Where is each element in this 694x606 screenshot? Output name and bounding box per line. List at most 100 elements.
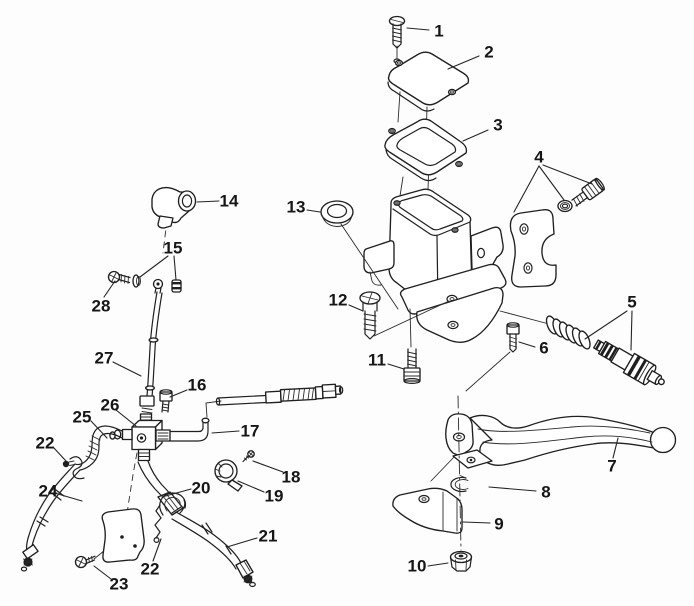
part-label-19: 19 (265, 487, 284, 506)
leader-line-22 (152, 538, 162, 562)
part-label-21: 21 (259, 527, 278, 546)
part-24-hose-lower (20, 463, 81, 572)
part-21-hose (171, 511, 256, 588)
leader-line-8 (488, 486, 537, 492)
part-18-clamp-screw (242, 450, 255, 463)
leader-line-18 (252, 460, 284, 473)
part-4-clamp-and-screws (509, 177, 605, 288)
part-label-11: 11 (368, 351, 386, 370)
part-7-brake-lever (469, 414, 677, 466)
part-27-tube (139, 291, 163, 424)
part-label-14: 14 (220, 192, 239, 211)
master-cylinder-body (363, 188, 507, 343)
part-label-28: 28 (92, 297, 111, 316)
part-label-5: 5 (627, 293, 636, 312)
part-8-washer (450, 475, 469, 493)
part-label-26: 26 (101, 396, 120, 415)
rubber-pad (101, 508, 145, 563)
part-13-sight-glass-seal (320, 200, 354, 227)
part-3-gasket (384, 118, 468, 182)
lever-pivot-boss (445, 413, 493, 469)
part-6-pivot-bolt (506, 322, 520, 353)
part-label-23: 23 (110, 575, 129, 594)
part-label-18: 18 (282, 468, 301, 487)
leader-line-9 (462, 521, 491, 524)
part-25-hose-upper (74, 425, 123, 471)
part-label-3: 3 (493, 116, 502, 135)
leader-line-15 (173, 255, 177, 281)
part-14-elbow-fitting (151, 186, 197, 229)
leader-line-10 (427, 562, 449, 567)
part-2-reservoir-cover (387, 51, 470, 112)
part-12-screw (359, 291, 381, 340)
part-11-bolt (403, 348, 421, 385)
part-label-13: 13 (287, 198, 306, 217)
part-15-fittings (132, 274, 182, 294)
leader-line-15 (139, 255, 169, 278)
leader-line-11 (387, 363, 405, 370)
hose-hook-guide (159, 492, 187, 516)
part-callouts: 1234567891011121314151617181920212222232… (36, 22, 637, 594)
part-20-hose (137, 460, 184, 516)
part-22-clip-lower (153, 504, 162, 543)
leader-line-25 (90, 420, 108, 439)
part-label-8: 8 (541, 483, 550, 502)
part-label-6: 6 (539, 339, 548, 358)
leader-line-22 (52, 446, 67, 462)
part-label-16: 16 (188, 376, 207, 395)
leader-line-16 (169, 389, 188, 398)
part-label-22: 22 (36, 434, 55, 453)
leader-line-4 (538, 165, 565, 201)
leader-line-5 (584, 310, 628, 340)
leader-line-27 (112, 361, 142, 377)
piston-icon (593, 339, 665, 386)
part-label-15: 15 (164, 239, 183, 258)
leader-line-2 (447, 55, 480, 70)
leader-line-13 (306, 209, 321, 213)
part-label-2: 2 (484, 43, 493, 62)
clamp-screw-icon (571, 177, 605, 207)
part-label-24: 24 (39, 482, 58, 501)
part-10-nut (449, 550, 473, 572)
part-label-1: 1 (434, 22, 443, 41)
pipe-rod-icon (215, 383, 344, 406)
leader-line-1 (406, 27, 430, 31)
part-5-spring-and-piston (545, 315, 665, 386)
leader-line-3 (462, 129, 489, 142)
part-19-p-clamp (214, 459, 243, 492)
part-label-27: 27 (95, 349, 114, 368)
part-23-screw (74, 555, 96, 569)
leader-line-19 (237, 480, 265, 493)
part-9-lever-bracket (392, 487, 463, 534)
leader-line-6 (518, 341, 536, 348)
leader-line-12 (348, 304, 364, 312)
leader-line-14 (196, 200, 220, 203)
leader-line-21 (226, 537, 258, 548)
part-label-17: 17 (241, 422, 260, 441)
part-label-9: 9 (494, 515, 503, 534)
leader-line-4 (542, 164, 593, 185)
pivot-axis-line (457, 395, 462, 551)
part-label-4: 4 (534, 148, 544, 167)
part-16-banjo-bolt (159, 389, 173, 413)
part-label-7: 7 (607, 457, 616, 476)
leader-line-23 (93, 565, 112, 580)
leader-line-28 (103, 280, 116, 298)
part-1-cover-screw (388, 15, 406, 64)
part-label-12: 12 (329, 291, 348, 310)
part-17-brake-pipe (155, 383, 344, 442)
leader-line-7 (612, 437, 619, 459)
leader-line-24 (57, 493, 83, 502)
part-label-25: 25 (73, 408, 92, 427)
leader-line-26 (115, 409, 137, 427)
leader-line-17 (211, 430, 240, 434)
part-26-junction-block (109, 413, 163, 462)
leader-line-5 (630, 310, 633, 351)
part-28-screw (107, 270, 131, 284)
leader-line-20 (161, 488, 192, 498)
part-label-10: 10 (408, 557, 427, 576)
spring-icon (545, 315, 591, 350)
leader-line-4 (513, 165, 540, 213)
